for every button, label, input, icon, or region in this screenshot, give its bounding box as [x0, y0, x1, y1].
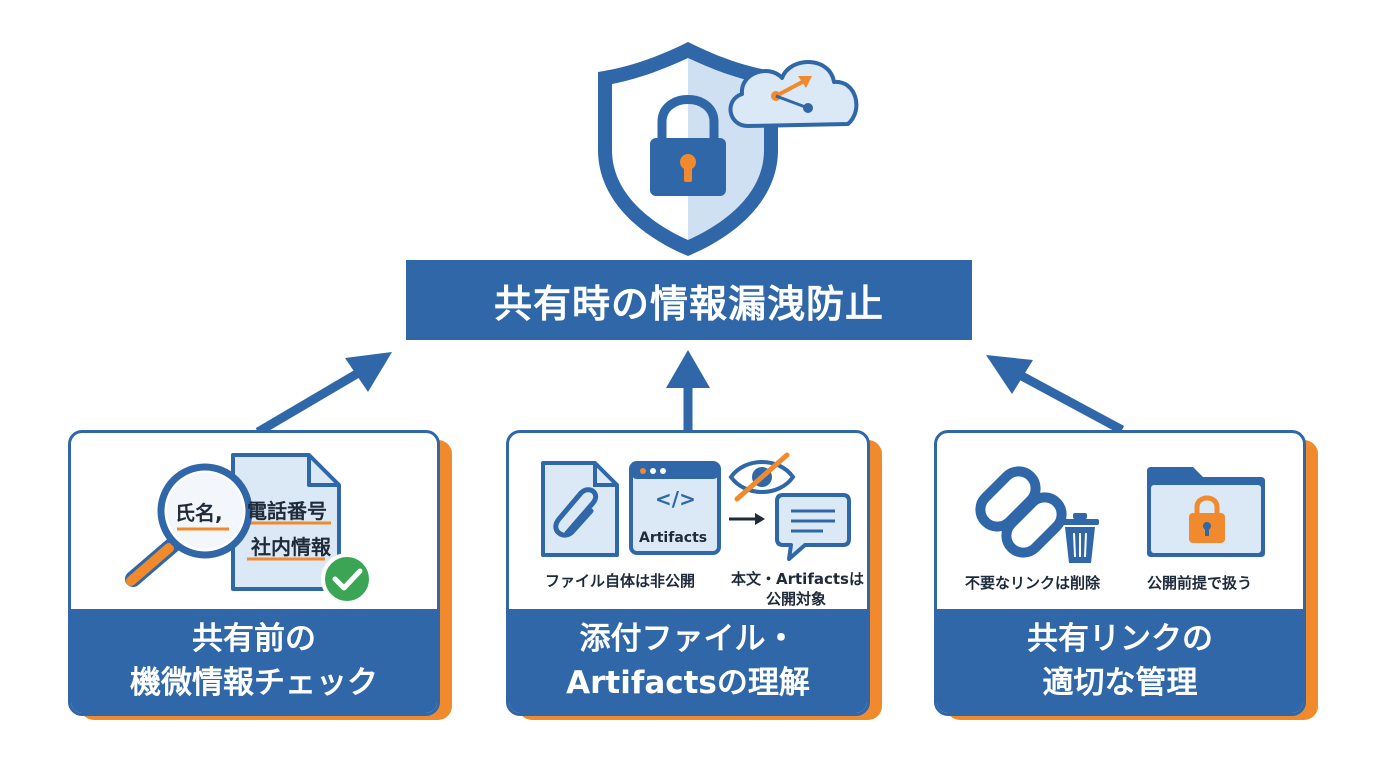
check-icon [321, 553, 373, 605]
card-attachments-artifacts: </> Artifacts ファイル自体は非公開 本文・Artifactsは 公… [506, 430, 870, 716]
caption-public-target: 本文・Artifactsは 公開対象 [731, 569, 864, 609]
caption-delete-links: 不要なリンクは削除 [965, 574, 1101, 592]
card-sensitive-info-check: 氏名, 電話番号 社内情報 共有前の 機微情報チェック [68, 430, 440, 716]
cloud-share-icon [728, 60, 859, 128]
caption-assume-public: 公開前提で扱う [1147, 574, 1253, 592]
artifacts-label: Artifacts [639, 530, 708, 546]
main-title: 共有時の情報漏洩防止 [493, 281, 884, 326]
arrow-center [666, 350, 710, 432]
locked-folder-icon [1147, 467, 1265, 557]
card-3-illustration [975, 466, 1265, 563]
flow-arrow-icon [729, 513, 765, 525]
code-window-icon [629, 461, 721, 555]
card-2-heading-line-1: 添付ファイル・ [579, 621, 797, 657]
card-2-heading: 添付ファイル・ Artifactsの理解 [509, 609, 867, 713]
main-title-banner: 共有時の情報漏洩防止 [406, 260, 972, 340]
card-share-link-management: 不要なリンクは削除 公開前提で扱う 共有リンクの 適切な管理 [934, 430, 1306, 716]
magnifier-text: 氏名, [175, 501, 223, 525]
card-1-illustration [125, 453, 373, 605]
caption-file-private: ファイル自体は非公開 [545, 572, 696, 590]
card-2-illustration [541, 452, 851, 561]
arrow-left [255, 352, 392, 436]
card-2-heading-line-2: Artifactsの理解 [566, 665, 810, 701]
card-1-heading-line-1: 共有前の [192, 621, 316, 657]
arrow-right [986, 355, 1125, 434]
caption-public-target-line-1: 本文・Artifactsは [731, 570, 864, 588]
trash-icon [1061, 513, 1099, 563]
chain-link-icon [975, 466, 1067, 558]
document-icon [231, 453, 341, 591]
paperclip-file-icon [541, 461, 619, 557]
card-1-heading: 共有前の 機微情報チェック [71, 609, 437, 713]
code-glyph: </> [655, 487, 696, 511]
caption-public-target-line-2: 公開対象 [765, 590, 826, 608]
card-3-heading-line-1: 共有リンクの [1027, 621, 1213, 657]
eye-slash-icon [728, 452, 796, 502]
card-3-heading: 共有リンクの 適切な管理 [937, 609, 1303, 713]
magnifier-icon [125, 463, 253, 587]
card-1-heading-line-2: 機微情報チェック [130, 665, 378, 701]
card-3-heading-line-2: 適切な管理 [1042, 665, 1198, 701]
doc-line-2: 社内情報 [251, 535, 331, 559]
doc-line-1: 電話番号 [247, 499, 327, 523]
chat-bubble-icon [775, 493, 851, 561]
